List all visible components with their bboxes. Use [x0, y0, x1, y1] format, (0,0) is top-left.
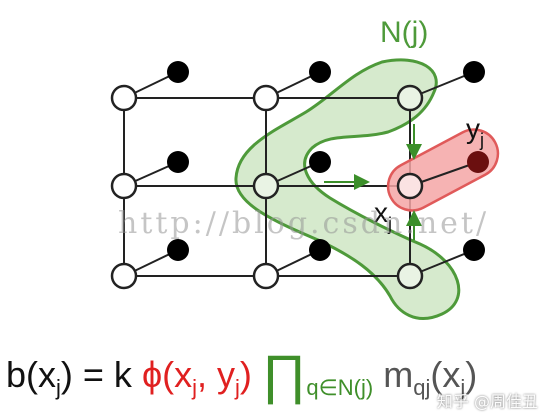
- observed-nodes: [167, 61, 489, 261]
- observed-node: [463, 239, 485, 261]
- message-term: mqj(xj): [373, 354, 478, 401]
- label-yj: yj: [466, 113, 484, 150]
- observed-node-yj: [467, 151, 489, 173]
- observed-node: [309, 151, 331, 173]
- target-highlight: [386, 128, 500, 212]
- hidden-node: [110, 84, 138, 112]
- observed-node: [167, 151, 189, 173]
- product-term: ∏q∈N(j): [261, 345, 374, 405]
- phi-term: ϕ(xj, yj): [141, 354, 252, 401]
- hidden-node: [396, 84, 424, 112]
- observed-node: [167, 239, 189, 261]
- hidden-node: [110, 262, 138, 290]
- hidden-node: [396, 262, 424, 290]
- hidden-node: [252, 262, 280, 290]
- observed-node: [463, 61, 485, 83]
- hidden-node: [110, 172, 138, 200]
- label-xj: xj: [374, 197, 392, 234]
- hidden-node: [252, 172, 280, 200]
- message-arrows: [324, 124, 422, 240]
- neighborhood-region: [234, 58, 461, 320]
- label-neighborhood: N(j): [380, 16, 428, 49]
- hidden-node: [252, 84, 280, 112]
- hidden-node-xj: [396, 172, 424, 200]
- observed-node: [309, 239, 331, 261]
- observed-node: [309, 61, 331, 83]
- observed-node: [167, 61, 189, 83]
- belief-formula: b(xj) = k ϕ(xj, yj) ∏q∈N(j) mqj(xj): [6, 345, 478, 405]
- hidden-nodes: [110, 84, 424, 290]
- watermark-text: http://blog.csdn.net/: [118, 206, 490, 241]
- credit-watermark: 知乎 @周佳丑: [436, 392, 538, 411]
